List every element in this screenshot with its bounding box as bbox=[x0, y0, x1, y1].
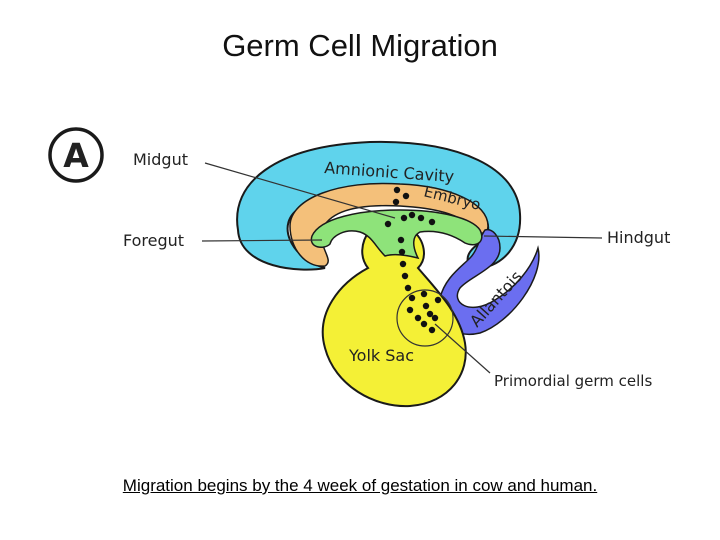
germ-cell-dot bbox=[384, 220, 392, 228]
slide-caption: Migration begins by the 4 week of gestat… bbox=[122, 476, 598, 495]
panel-letter-badge: A bbox=[48, 127, 104, 183]
germ-cell-dot bbox=[420, 290, 428, 298]
leader-lines bbox=[201, 162, 603, 374]
germ-cell-dot bbox=[393, 186, 401, 194]
germ-cell-dot bbox=[426, 310, 434, 318]
germ-cell-diagram: A Midgut Foregut Hindgut Amnionic Cavity… bbox=[48, 127, 670, 408]
label-foregut: Foregut bbox=[123, 231, 184, 250]
germ-cell-dot bbox=[431, 314, 439, 322]
germ-cell-dot bbox=[401, 272, 409, 280]
germ-cell-dot bbox=[428, 326, 436, 334]
germ-cell-dot bbox=[428, 218, 436, 226]
slide-title: Germ Cell Migration bbox=[222, 28, 498, 63]
germ-cell-dot bbox=[422, 302, 430, 310]
panel-letter: A bbox=[63, 136, 89, 175]
germ-cells-leader bbox=[434, 323, 491, 374]
germ-cell-dot bbox=[414, 314, 422, 322]
germ-cell-dot bbox=[420, 320, 428, 328]
germ-cell-dots bbox=[384, 186, 442, 334]
germ-cell-dot bbox=[417, 214, 425, 222]
midgut-leader bbox=[204, 162, 396, 219]
gut-shape bbox=[310, 209, 483, 260]
label-midgut: Midgut bbox=[133, 150, 188, 169]
germ-cell-dot bbox=[408, 211, 416, 219]
allantois-shape bbox=[438, 228, 540, 336]
germ-cell-dot bbox=[406, 306, 414, 314]
germ-cell-dot bbox=[404, 284, 412, 292]
germ-cell-dot bbox=[397, 236, 405, 244]
germ-cells-callout bbox=[396, 289, 454, 347]
germ-cell-dot bbox=[408, 294, 416, 302]
germ-cell-dot bbox=[392, 198, 400, 206]
germ-cell-dot bbox=[399, 260, 407, 268]
germ-cell-dot bbox=[400, 214, 408, 222]
germ-cell-dot bbox=[402, 192, 410, 200]
foregut-leader bbox=[201, 239, 323, 242]
label-hindgut: Hindgut bbox=[607, 228, 670, 247]
hindgut-leader bbox=[483, 235, 603, 239]
germ-cell-dot bbox=[398, 248, 406, 256]
germ-cell-dot bbox=[434, 296, 442, 304]
label-primordial-germ-cells: Primordial germ cells bbox=[494, 372, 652, 390]
yolk-sac-shape bbox=[321, 229, 467, 408]
label-yolk-sac: Yolk Sac bbox=[348, 346, 414, 365]
